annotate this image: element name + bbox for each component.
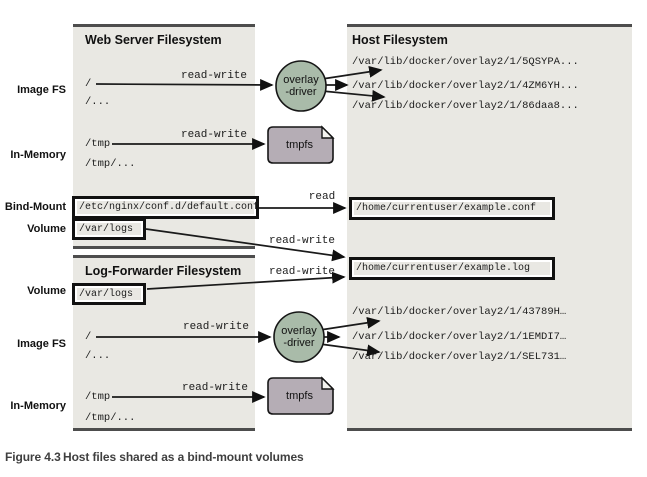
host-panel-title: Host Filesystem — [352, 33, 448, 47]
label-image-fs-1: Image FS — [17, 84, 66, 96]
host-conf-path-box: /home/currentuser/example.conf — [349, 197, 555, 220]
arrow-label-read-write-5: read-write — [182, 321, 249, 333]
tmpfs-label-2: tmpfs — [286, 390, 313, 402]
overlay-driver-label-2: overlay -driver — [269, 325, 329, 349]
log-forwarder-filesystem-panel — [73, 255, 255, 431]
arrow-label-read-write-2: read-write — [180, 129, 247, 141]
host-log-path: /home/currentuser/example.log — [356, 263, 531, 274]
arrow-label-read-write-3: read-write — [268, 235, 335, 247]
bind-mount-path-box: /etc/nginx/conf.d/default.conf — [72, 196, 259, 219]
overlay-driver-line2: -driver — [285, 86, 317, 98]
web-tmp-path: /tmp — [85, 138, 111, 150]
log-volume-path-box: /var/logs — [72, 283, 146, 305]
logf-root-more: /... — [85, 350, 111, 362]
host-overlay-path-2: /var/lib/docker/overlay2/1/4ZM6YH... — [352, 80, 579, 92]
host-conf-path: /home/currentuser/example.conf — [356, 203, 537, 214]
host-overlay-path-5: /var/lib/docker/overlay2/1/1EMDI7… — [352, 331, 567, 343]
host-log-path-box: /home/currentuser/example.log — [349, 257, 555, 280]
web-root-more: /... — [85, 96, 111, 108]
label-bind-mount: Bind-Mount — [4, 201, 66, 213]
web-volume-path-box: /var/logs — [72, 218, 146, 240]
label-in-memory-2: In-Memory — [10, 400, 66, 412]
host-overlay-path-6: /var/lib/docker/overlay2/1/SEL731… — [352, 351, 567, 363]
tmpfs-label-1: tmpfs — [286, 139, 313, 151]
host-overlay-path-3: /var/lib/docker/overlay2/1/86daa8... — [352, 100, 579, 112]
host-filesystem-panel — [347, 24, 632, 431]
log-forwarder-panel-title: Log-Forwarder Filesystem — [85, 264, 242, 278]
log-volume-path: /var/logs — [79, 288, 134, 300]
overlay-driver-label-1: overlay -driver — [271, 74, 331, 98]
arrow-label-read-write-6: read-write — [181, 382, 248, 394]
web-tmp-more: /tmp/... — [85, 158, 136, 170]
label-volume-1: Volume — [27, 223, 66, 235]
overlay-driver-line1: overlay — [281, 325, 317, 337]
logf-tmp-more: /tmp/... — [85, 412, 136, 424]
figure-caption-text: Host files shared as a bind-mount volume… — [63, 450, 304, 464]
arrow-label-read-write-1: read-write — [180, 70, 247, 82]
web-root-path: / — [85, 78, 92, 90]
web-server-panel-title: Web Server Filesystem — [85, 33, 222, 47]
arrow-label-read-write-4: read-write — [268, 266, 335, 278]
label-image-fs-2: Image FS — [17, 338, 66, 350]
web-volume-path: /var/logs — [79, 223, 134, 235]
label-volume-2: Volume — [27, 285, 66, 297]
arrow-label-read: read — [308, 191, 336, 203]
overlay-driver-line1: overlay — [283, 74, 319, 86]
host-overlay-path-4: /var/lib/docker/overlay2/1/43789H… — [352, 306, 567, 318]
bind-mount-path: /etc/nginx/conf.d/default.conf — [79, 202, 260, 213]
overlay-driver-line2: -driver — [283, 337, 315, 349]
label-in-memory-1: In-Memory — [10, 149, 66, 161]
logf-tmp-path: /tmp — [85, 391, 111, 403]
logf-root-path: / — [85, 331, 92, 343]
figure-caption-label: Figure 4.3 — [5, 450, 61, 464]
host-overlay-path-1: /var/lib/docker/overlay2/1/5QSYPA... — [352, 56, 579, 68]
